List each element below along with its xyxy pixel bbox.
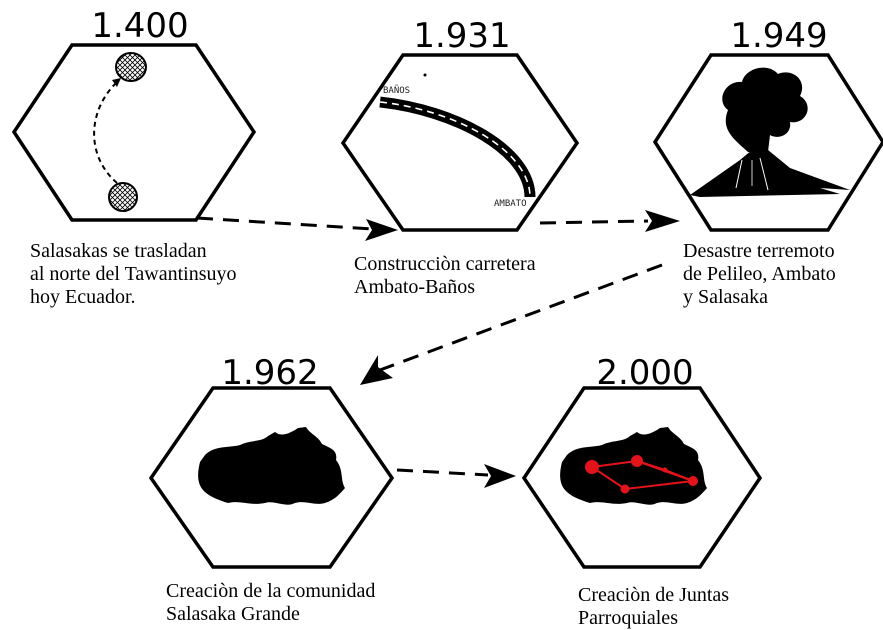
hexagon-frame <box>11 43 257 222</box>
arrow-1-to-2 <box>196 216 398 241</box>
caption-line: Creaciòn de Juntas <box>578 584 730 606</box>
milestone-3-caption: Desastre terremoto de Pelileo, Ambato y … <box>683 240 836 309</box>
caption-line: Parroquiales <box>578 607 678 629</box>
parish-network-icon <box>560 427 707 505</box>
community-map-icon <box>198 427 345 505</box>
milestone-1949: 1.949 <box>652 16 883 232</box>
caption-line: de Pelileo, Ambato <box>683 263 836 285</box>
hexagon-frame <box>340 53 580 232</box>
road-start-label: BAÑOS <box>383 85 410 96</box>
road-icon: BAÑOS AMBATO <box>379 73 536 209</box>
arrow-3-to-4 <box>360 263 663 385</box>
milestone-1931: 1.931 BAÑOS AMBATO <box>340 16 580 232</box>
milestone-1962: 1.962 <box>148 353 395 569</box>
caption-line: Creaciòn de la comunidad <box>166 580 376 602</box>
caption-line: y Salasaka <box>683 286 768 308</box>
caption-line: Salasakas se trasladan <box>30 240 207 262</box>
migration-icon <box>93 52 147 212</box>
caption-line: Desastre terremoto <box>683 240 835 262</box>
caption-line: Construcciòn carretera <box>354 253 536 275</box>
road-end-label: AMBATO <box>494 199 527 209</box>
arrow-2-to-3 <box>539 210 680 232</box>
milestone-2000: 2.000 <box>521 353 763 569</box>
milestone-1400: 1.400 <box>11 6 257 222</box>
milestone-1-caption: Salasakas se trasladan al norte del Tawa… <box>30 240 237 309</box>
year-label: 1.400 <box>91 6 188 46</box>
caption-line: Salasaka Grande <box>166 603 300 625</box>
year-label: 1.949 <box>730 16 827 56</box>
caption-line: al norte del Tawantinsuyo <box>30 263 237 285</box>
milestone-5-caption: Creaciòn de Juntas Parroquiales <box>578 584 729 630</box>
volcano-eruption-icon <box>690 67 850 197</box>
milestone-4-caption: Creaciòn de la comunidad Salasaka Grande <box>166 580 375 626</box>
arrow-4-to-5 <box>396 464 516 488</box>
caption-line: hoy Ecuador. <box>30 286 136 308</box>
year-label: 1.931 <box>413 16 510 56</box>
caption-line: Ambato-Baños <box>354 276 476 298</box>
milestone-2-caption: Construcciòn carretera Ambato-Baños <box>354 253 536 299</box>
